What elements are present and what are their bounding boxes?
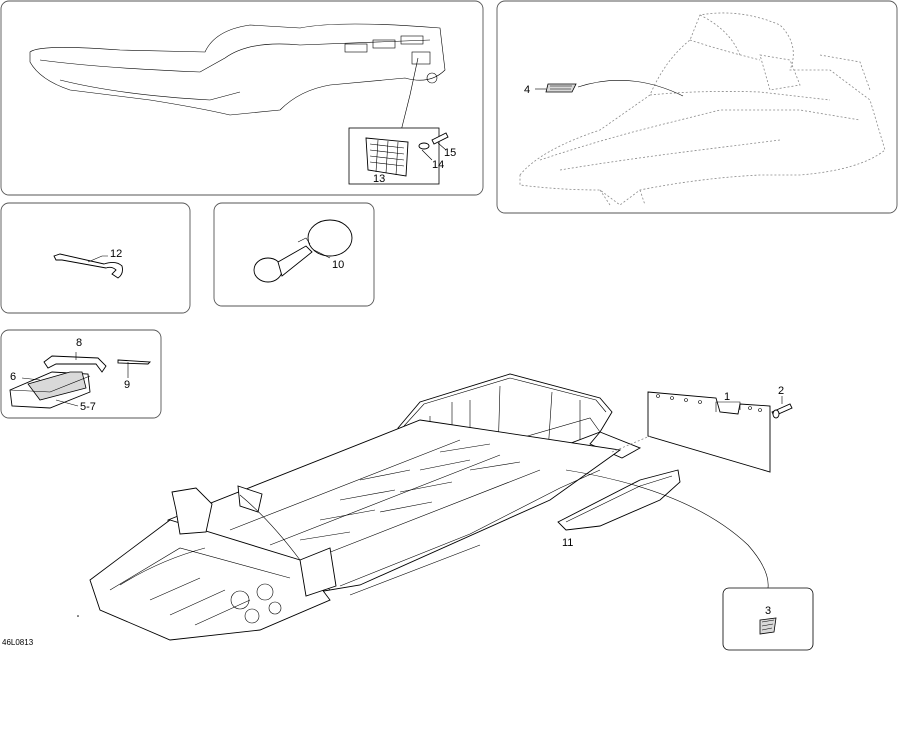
panel-plunger: 10 xyxy=(213,202,375,307)
callout-6: 6 xyxy=(10,371,16,383)
plunger-10 xyxy=(253,219,353,283)
panel-hood: 4 xyxy=(496,0,898,214)
callout-3: 3 xyxy=(765,605,771,617)
callout-12: 12 xyxy=(110,248,122,260)
washer-14 xyxy=(418,142,430,150)
strap-9 xyxy=(117,359,152,365)
decal-4 xyxy=(545,83,577,93)
screw-15 xyxy=(431,132,449,145)
callout-13: 13 xyxy=(373,173,385,185)
panel-tool-pouch: 8 6 9 5-7 xyxy=(0,329,162,419)
callout-8: 8 xyxy=(76,337,82,349)
callout-5-7: 5-7 xyxy=(80,401,96,413)
decal-3 xyxy=(759,617,777,635)
panel-wrench: 12 xyxy=(0,202,191,314)
wrench-12 xyxy=(53,253,123,279)
callout-9: 9 xyxy=(124,379,130,391)
reflector-13 xyxy=(365,137,409,177)
panel-rear-bumper: 13 14 15 xyxy=(0,0,484,196)
reference-code: 46L0813 xyxy=(2,638,34,647)
pouch-5-7 xyxy=(9,371,91,409)
callout-14: 14 xyxy=(432,159,444,171)
bracket-8 xyxy=(43,355,107,373)
panel-decal: 3 xyxy=(722,587,814,651)
mud-flap-1 xyxy=(647,391,771,473)
callout-15: 15 xyxy=(444,147,456,159)
hood-outline xyxy=(519,12,886,206)
frame-assembly xyxy=(89,373,642,641)
callout-11: 11 xyxy=(562,537,573,549)
callout-1: 1 xyxy=(724,391,730,403)
callout-4: 4 xyxy=(524,84,530,96)
callout-10: 10 xyxy=(332,259,344,271)
screw-2 xyxy=(771,403,793,419)
rear-bumper-outline xyxy=(29,23,446,116)
callout-2: 2 xyxy=(778,385,784,397)
reflective-strip-11 xyxy=(557,469,681,531)
